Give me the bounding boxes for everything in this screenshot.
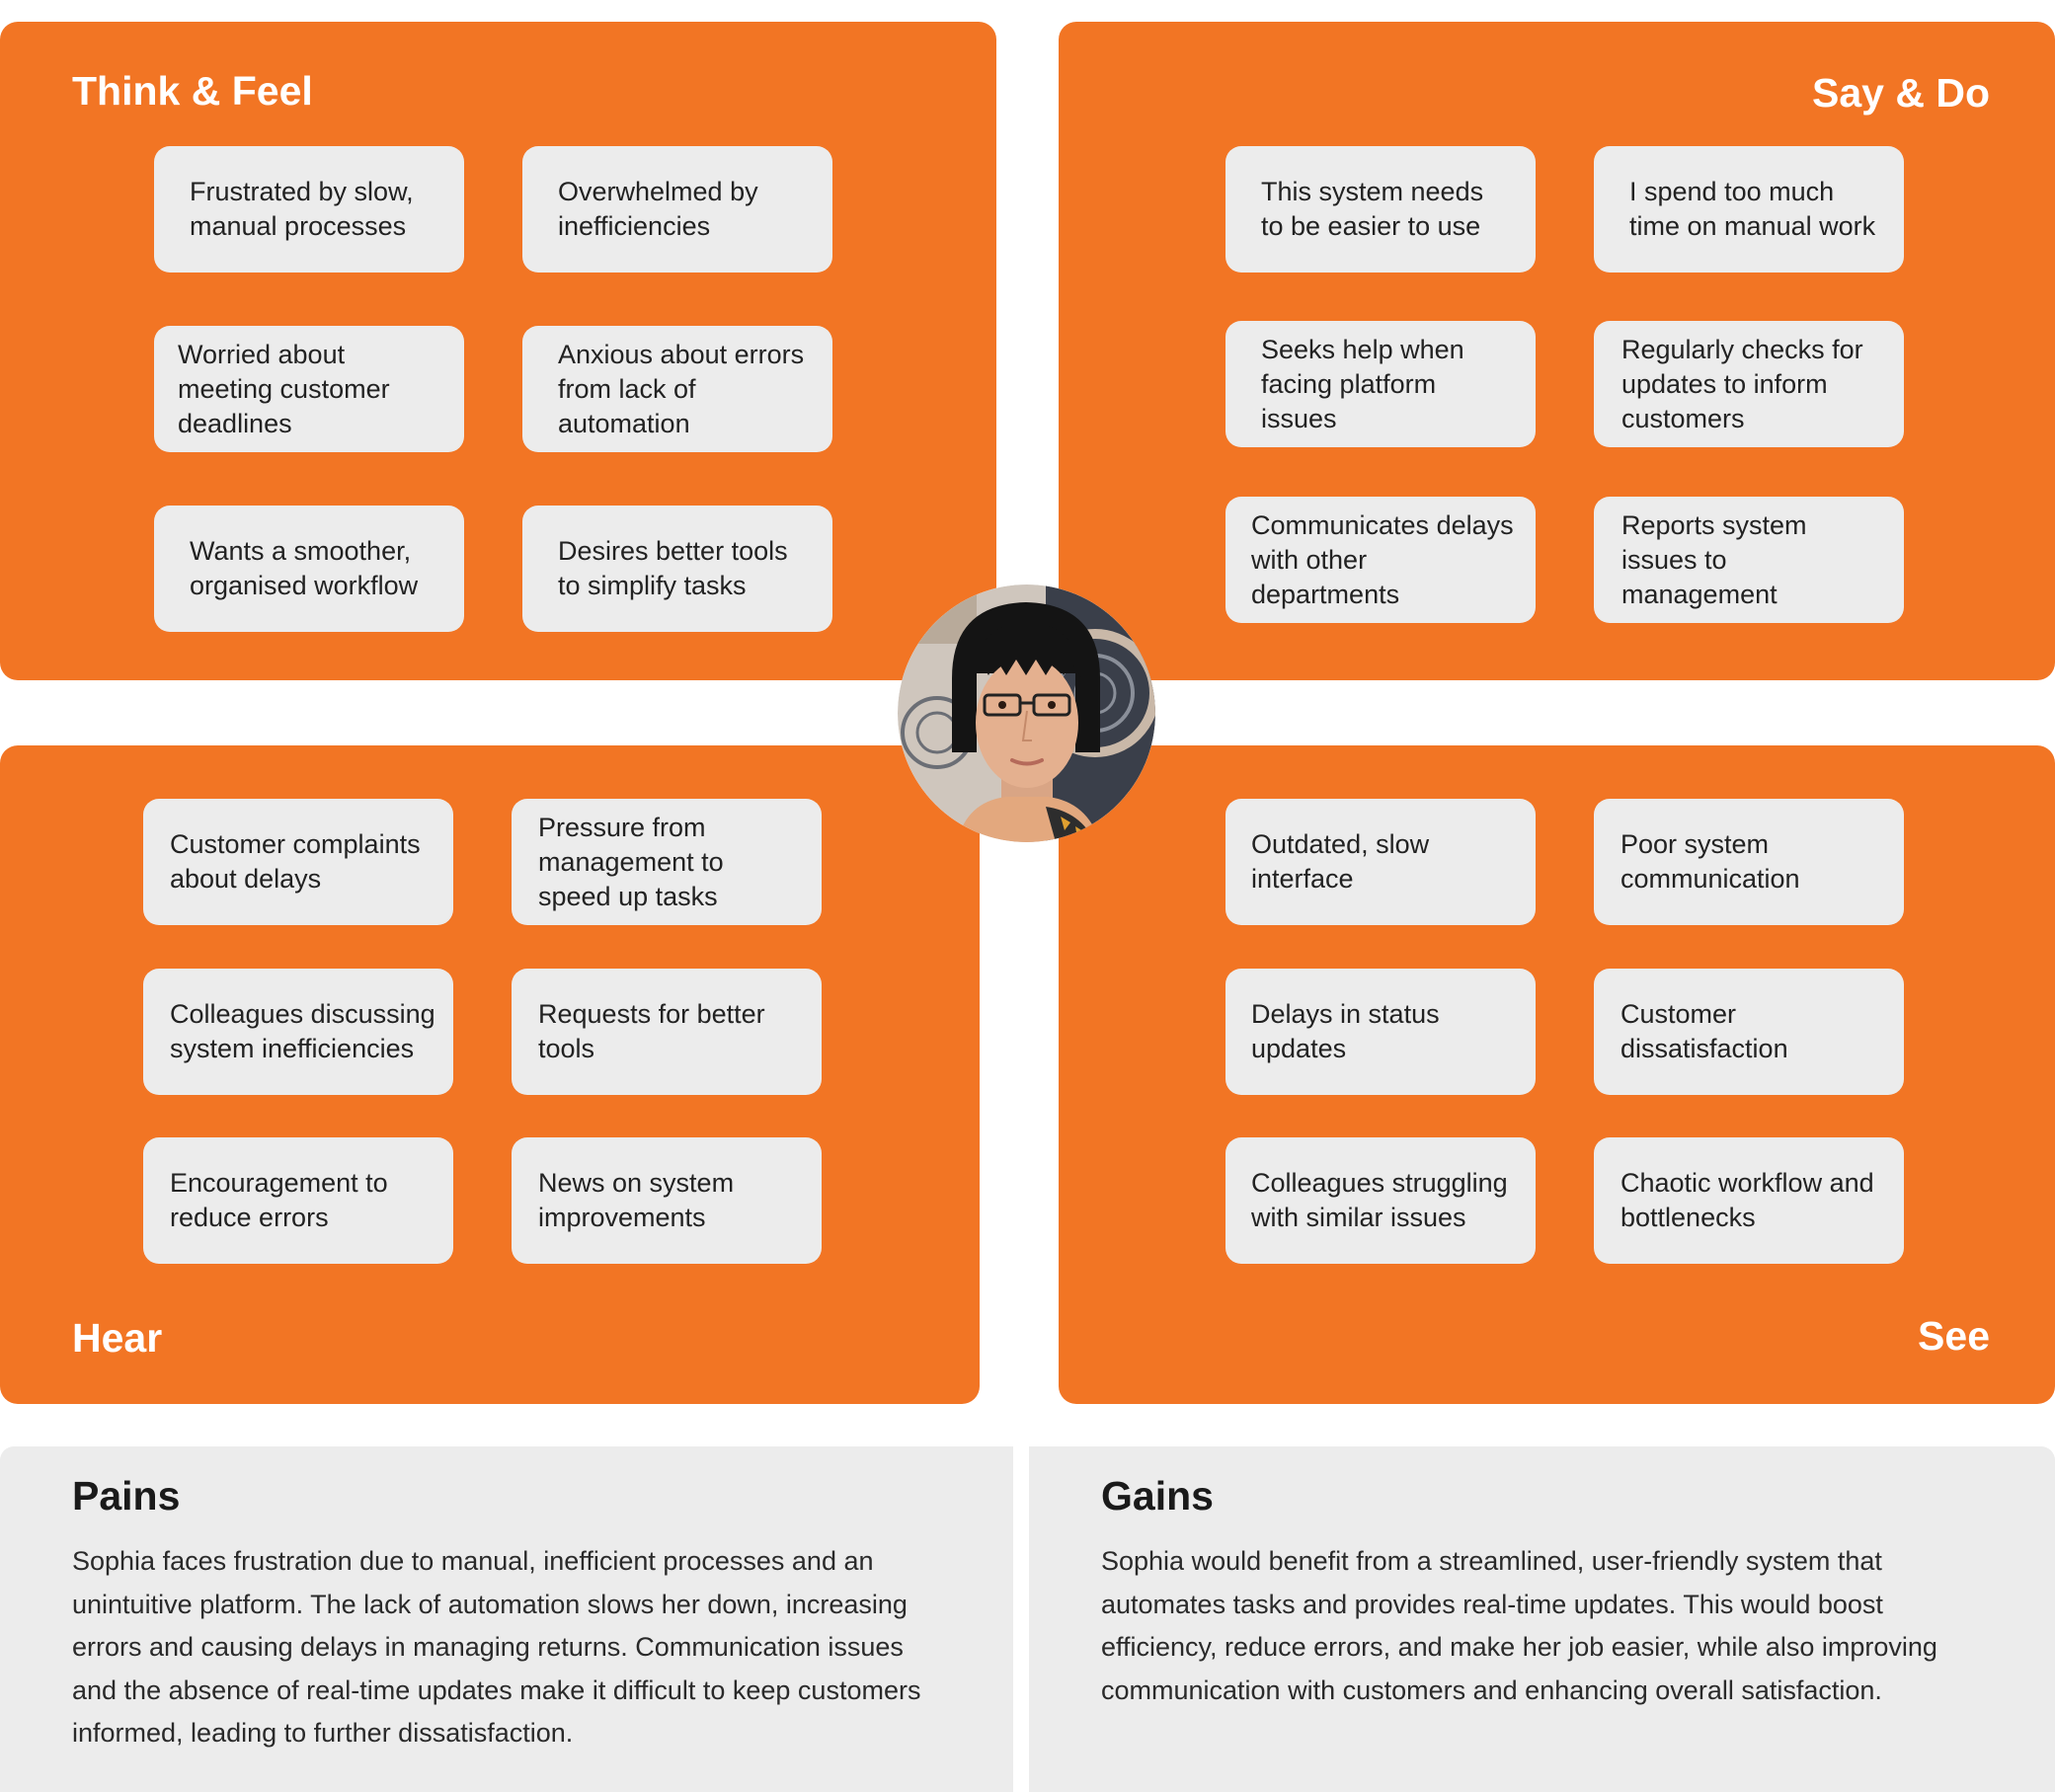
card: Colleagues discussing system inefficienc… — [143, 969, 453, 1095]
quadrant-hear: Hear Customer complaints about delays Pr… — [0, 745, 980, 1404]
card-text: News on system improvements — [538, 1168, 735, 1232]
quadrant-say-do: Say & Do This system needs to be easier … — [1059, 22, 2055, 680]
gains-panel: Gains Sophia would benefit from a stream… — [1029, 1446, 2055, 1792]
card: I spend too much time on manual work — [1594, 146, 1904, 273]
pains-panel: Pains Sophia faces frustration due to ma… — [0, 1446, 1013, 1792]
card: News on system improvements — [512, 1137, 822, 1264]
card: Outdated, slow interface — [1225, 799, 1536, 925]
card-text: Colleagues struggling with similar issue… — [1251, 1168, 1508, 1232]
card: Worried about meeting customer deadlines — [154, 326, 464, 452]
card-text: Desires better tools to simplify tasks — [558, 536, 788, 600]
card: Colleagues struggling with similar issue… — [1225, 1137, 1536, 1264]
card-text: Communicates delays with other departmen… — [1251, 509, 1514, 609]
card: Reports system issues to management — [1594, 497, 1904, 623]
card: Customer complaints about delays — [143, 799, 453, 925]
quadrant-title: Think & Feel — [72, 68, 313, 114]
card-text: Delays in status updates — [1251, 999, 1440, 1063]
card: Encouragement to reduce errors — [143, 1137, 453, 1264]
card-text: Colleagues discussing system inefficienc… — [170, 999, 435, 1063]
pains-text: Sophia faces frustration due to manual, … — [72, 1546, 921, 1748]
card-text: Chaotic workflow and bottlenecks — [1620, 1168, 1874, 1232]
card: Anxious about errors from lack of automa… — [522, 326, 832, 452]
card-text: Outdated, slow interface — [1251, 829, 1430, 894]
card-text: I spend too much time on manual work — [1629, 177, 1876, 241]
card: This system needs to be easier to use — [1225, 146, 1536, 273]
card: Communicates delays with other departmen… — [1225, 497, 1536, 623]
persona-avatar — [898, 584, 1155, 842]
card-text: Customer dissatisfaction — [1620, 999, 1788, 1063]
card: Wants a smoother, organised workflow — [154, 506, 464, 632]
quadrant-title: Say & Do — [1812, 70, 1990, 116]
card: Frustrated by slow, manual processes — [154, 146, 464, 273]
card-text: Customer complaints about delays — [170, 829, 421, 894]
card: Chaotic workflow and bottlenecks — [1594, 1137, 1904, 1264]
quadrant-see: See Outdated, slow interface Poor system… — [1059, 745, 2055, 1404]
card-text: Anxious about errors from lack of automa… — [558, 339, 805, 438]
card: Delays in status updates — [1225, 969, 1536, 1095]
card: Seeks help when facing platform issues — [1225, 321, 1536, 447]
card-text: Reports system issues to management — [1621, 509, 1807, 609]
card-text: Worried about meeting customer deadlines — [178, 339, 390, 438]
card: Regularly checks for updates to inform c… — [1594, 321, 1904, 447]
card: Overwhelmed by inefficiencies — [522, 146, 832, 273]
card-text: Frustrated by slow, manual processes — [190, 177, 414, 241]
quadrant-title: Hear — [72, 1315, 163, 1361]
persona-photo-icon — [898, 584, 1155, 842]
quadrant-think-feel: Think & Feel Frustrated by slow, manual … — [0, 22, 996, 680]
card: Desires better tools to simplify tasks — [522, 506, 832, 632]
pains-title: Pains — [72, 1473, 181, 1519]
card-text: Seeks help when facing platform issues — [1261, 334, 1464, 433]
card-text: Overwhelmed by inefficiencies — [558, 177, 758, 241]
card-text: Poor system communication — [1620, 829, 1800, 894]
card-text: Requests for better tools — [538, 999, 765, 1063]
gains-text: Sophia would benefit from a streamlined,… — [1101, 1546, 1937, 1705]
card: Requests for better tools — [512, 969, 822, 1095]
card: Customer dissatisfaction — [1594, 969, 1904, 1095]
card-text: Regularly checks for updates to inform c… — [1621, 334, 1863, 433]
card: Poor system communication — [1594, 799, 1904, 925]
card-text: Wants a smoother, organised workflow — [190, 536, 419, 600]
quadrant-title: See — [1918, 1313, 1990, 1359]
card-text: Pressure from management to speed up tas… — [538, 812, 724, 911]
gains-title: Gains — [1101, 1473, 1214, 1519]
card: Pressure from management to speed up tas… — [512, 799, 822, 925]
card-text: Encouragement to reduce errors — [170, 1168, 388, 1232]
card-text: This system needs to be easier to use — [1261, 177, 1484, 241]
